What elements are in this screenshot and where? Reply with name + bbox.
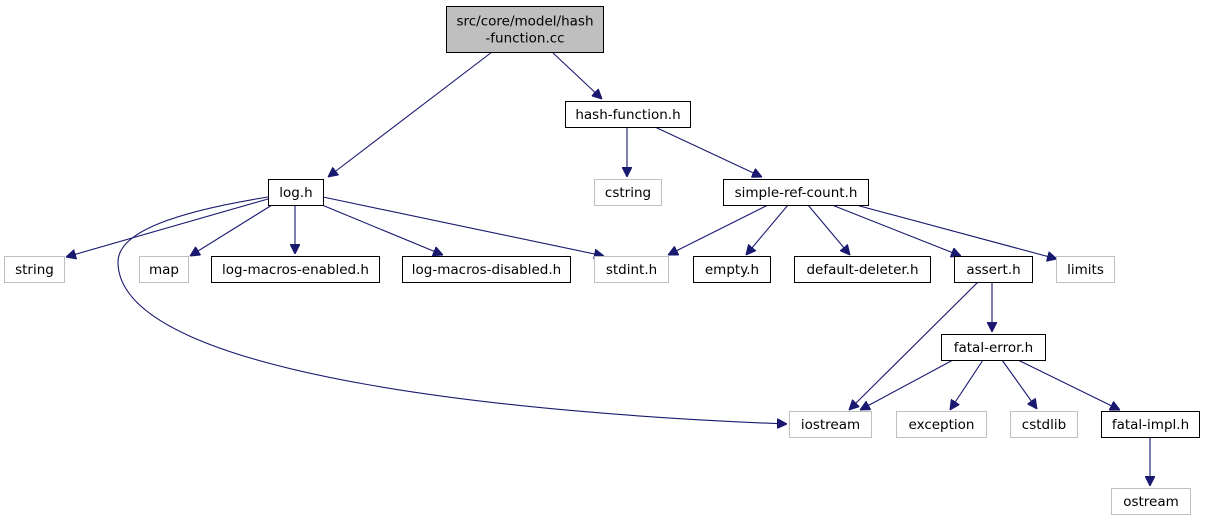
edge-hash-function-h-to-simple-ref-count-h (654, 126, 762, 177)
node-box (1056, 256, 1115, 283)
edge-log-h-to-stdint-h (322, 196, 604, 256)
node-hash-function-h[interactable]: hash-function.h (565, 101, 691, 128)
node-empty-h[interactable]: empty.h (693, 256, 771, 283)
node-box (1101, 411, 1200, 438)
edge-log-h-to-log-macros-disabled-h (321, 204, 443, 255)
node-cstdlib: cstdlib (1010, 411, 1078, 438)
node-fatal-error-h[interactable]: fatal-error.h (941, 334, 1046, 361)
node-box (954, 256, 1033, 283)
node-label: string (15, 262, 54, 278)
node-box (565, 101, 691, 128)
node-string: string (4, 256, 65, 283)
edge-fatal-error-h-to-exception (950, 359, 984, 410)
edge-log-h-to-iostream (117, 196, 787, 424)
node-label: stdint.h (606, 262, 657, 278)
edge-log-h-to-string (66, 198, 269, 257)
node-box (693, 256, 771, 283)
node-label: simple-ref-count.h (735, 185, 858, 201)
edge-simple-ref-count-h-to-assert-h (831, 204, 961, 256)
node-box (723, 179, 869, 206)
node-label: cstdlib (1022, 417, 1066, 433)
node-box (4, 256, 65, 283)
node-cstring: cstring (594, 179, 662, 206)
node-box (789, 411, 872, 438)
node-label: src/core/model/hash (456, 14, 593, 30)
node-box (211, 256, 380, 283)
edge-root-to-log-h (328, 51, 493, 177)
edge-simple-ref-count-h-to-limits (855, 204, 1057, 259)
node-label: map (149, 262, 179, 278)
node-label: -function.cc (485, 31, 564, 47)
node-box (139, 256, 189, 283)
node-box (794, 256, 931, 283)
node-box (268, 179, 324, 206)
node-iostream: iostream (789, 411, 872, 438)
node-label: log-macros-disabled.h (412, 262, 561, 278)
node-label: fatal-error.h (954, 340, 1034, 356)
node-ostream: ostream (1111, 488, 1191, 515)
node-exception: exception (896, 411, 987, 438)
nodes-layer: src/core/model/hash-function.cc hash-func… (4, 6, 1200, 515)
edge-simple-ref-count-h-to-default-deleter-h (807, 204, 850, 255)
node-map: map (139, 256, 189, 283)
edges-layer (66, 51, 1150, 486)
node-label: hash-function.h (575, 107, 680, 123)
edge-log-h-to-map (190, 204, 273, 256)
node-box (402, 256, 571, 283)
node-label: default-deleter.h (806, 262, 918, 278)
node-box (1111, 488, 1191, 515)
node-label: ostream (1123, 494, 1179, 510)
node-label: assert.h (966, 262, 1020, 278)
edge-simple-ref-count-h-to-stdint-h (668, 204, 769, 255)
node-fatal-impl-h[interactable]: fatal-impl.h (1101, 411, 1200, 438)
node-label: log-macros-enabled.h (222, 262, 369, 278)
node-box (1010, 411, 1078, 438)
node-log-macros-enabled-h[interactable]: log-macros-enabled.h (211, 256, 380, 283)
edge-simple-ref-count-h-to-empty-h (746, 204, 789, 255)
node-box (896, 411, 987, 438)
node-label: iostream (801, 417, 860, 433)
node-limits: limits (1056, 256, 1115, 283)
edge-assert-h-to-iostream (849, 281, 979, 410)
node-log-macros-disabled-h[interactable]: log-macros-disabled.h (402, 256, 571, 283)
node-box (594, 179, 662, 206)
node-stdint-h: stdint.h (594, 256, 669, 283)
edge-fatal-error-h-to-fatal-impl-h (1017, 359, 1120, 410)
node-default-deleter-h[interactable]: default-deleter.h (794, 256, 931, 283)
node-root[interactable]: src/core/model/hash-function.cc (446, 6, 604, 53)
node-label: limits (1067, 262, 1104, 278)
node-simple-ref-count-h[interactable]: simple-ref-count.h (723, 179, 869, 206)
node-assert-h[interactable]: assert.h (954, 256, 1033, 283)
node-box (941, 334, 1046, 361)
edge-fatal-error-h-to-iostream (860, 359, 954, 410)
node-box (594, 256, 669, 283)
edge-fatal-error-h-to-cstdlib (1001, 359, 1037, 409)
node-label: exception (909, 417, 975, 433)
node-log-h[interactable]: log.h (268, 179, 324, 206)
node-box (446, 6, 604, 53)
node-label: fatal-impl.h (1112, 417, 1189, 433)
node-label: empty.h (705, 262, 759, 278)
node-label: log.h (279, 185, 312, 201)
node-label: cstring (605, 185, 651, 201)
edge-root-to-hash-function-h (551, 51, 602, 99)
